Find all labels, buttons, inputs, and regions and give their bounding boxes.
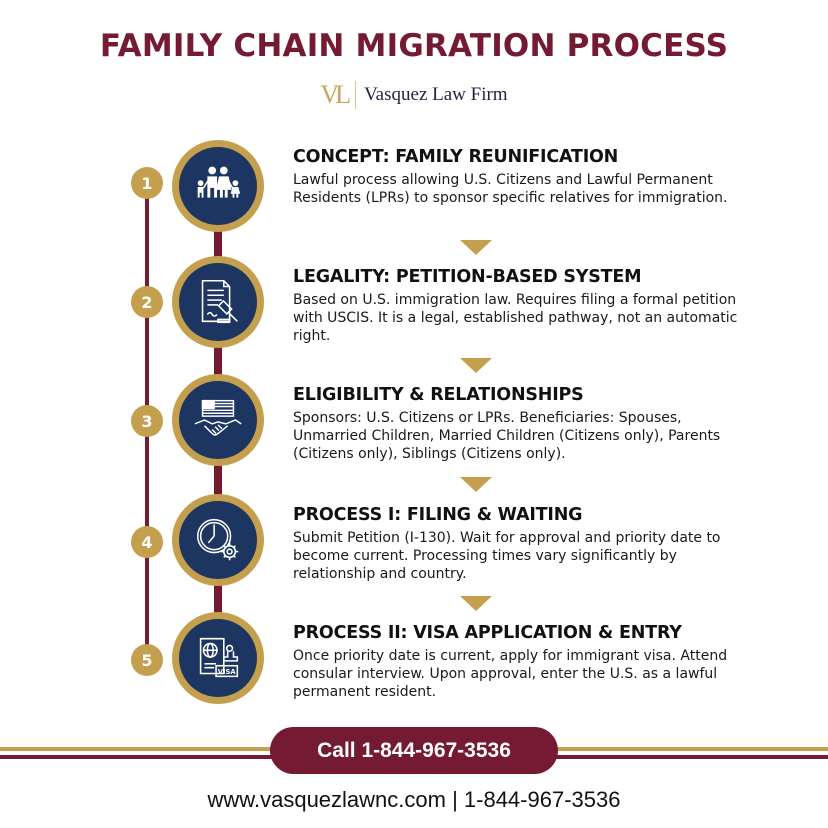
- step-icon-circle: [172, 256, 264, 348]
- step-title: PROCESS I: FILING & WAITING: [293, 505, 583, 525]
- firm-name: Vasquez Law Firm: [364, 84, 508, 105]
- step-description: Submit Petition (I-130). Wait for approv…: [293, 530, 721, 582]
- step-item: PROCESS I: FILING & WAITING Submit Petit…: [293, 504, 763, 583]
- connector: [214, 582, 222, 616]
- family-icon: [197, 166, 241, 198]
- step-description: Based on U.S. immigration law. Requires …: [293, 292, 738, 344]
- step-title: ELIGIBILITY & RELATIONSHIPS: [293, 385, 584, 405]
- logo-divider: [355, 81, 357, 109]
- step-item: PROCESS II: VISA APPLICATION & ENTRY Onc…: [293, 622, 763, 701]
- step-title: PROCESS II: VISA APPLICATION & ENTRY: [293, 623, 682, 643]
- step-title: CONCEPT: FAMILY REUNIFICATION: [293, 147, 619, 167]
- logo-monogram: VL: [320, 80, 351, 109]
- connector: [214, 228, 222, 260]
- step-icon-circle: [172, 140, 264, 232]
- step-icon-circle: [172, 374, 264, 466]
- step-item: ELIGIBILITY & RELATIONSHIPS Sponsors: U.…: [293, 384, 763, 463]
- firm-logo: VL Vasquez Law Firm: [0, 78, 828, 112]
- down-arrow-icon: [460, 477, 492, 492]
- connector: [214, 462, 222, 498]
- step-number-badge: 3: [131, 405, 163, 437]
- visa-label: VISA: [218, 668, 237, 676]
- step-description: Lawful process allowing U.S. Citizens an…: [293, 172, 728, 206]
- step-description: Sponsors: U.S. Citizens or LPRs. Benefic…: [293, 410, 721, 462]
- clock-gear-icon: [196, 518, 239, 561]
- page-title: FAMILY CHAIN MIGRATION PROCESS: [99, 28, 729, 64]
- down-arrow-icon: [460, 596, 492, 611]
- passport-visa-icon: VISA: [199, 637, 239, 678]
- step-number-badge: 5: [131, 644, 163, 676]
- step-number-badge: 4: [131, 526, 163, 558]
- connector: [214, 344, 222, 378]
- down-arrow-icon: [460, 240, 492, 255]
- step-description: Once priority date is current, apply for…: [293, 648, 728, 700]
- down-arrow-icon: [460, 358, 492, 373]
- footer-contact[interactable]: www.vasquezlawnc.com | 1-844-967-3536: [207, 787, 621, 812]
- step-number-badge: 2: [131, 286, 163, 318]
- step-icon-circle: VISA: [172, 612, 264, 704]
- step-title: LEGALITY: PETITION-BASED SYSTEM: [293, 267, 642, 287]
- step-item: CONCEPT: FAMILY REUNIFICATION Lawful pro…: [293, 146, 763, 207]
- call-button[interactable]: Call 1-844-967-3536: [270, 727, 558, 774]
- step-number-badge: 1: [131, 167, 163, 199]
- flag-handshake-icon: [194, 399, 242, 436]
- step-item: LEGALITY: PETITION-BASED SYSTEM Based on…: [293, 266, 763, 345]
- petition-gavel-icon: [201, 279, 238, 324]
- step-icon-circle: [172, 494, 264, 586]
